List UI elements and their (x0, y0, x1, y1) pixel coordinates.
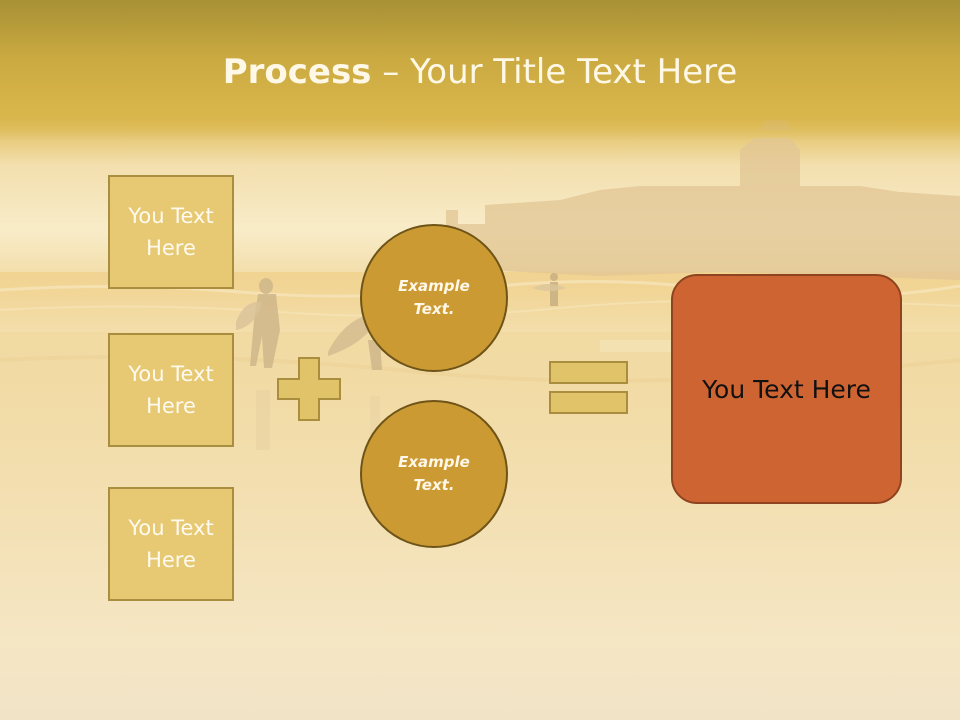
example-circle-1-label: Example Text. (398, 277, 470, 318)
text-box-2[interactable]: You Text Here (108, 333, 234, 447)
example-circle-2[interactable]: Example Text. (360, 400, 508, 548)
title-rest: – Your Title Text Here (371, 52, 738, 92)
equals-icon (549, 361, 628, 414)
text-box-3[interactable]: You Text Here (108, 487, 234, 601)
text-box-1[interactable]: You Text Here (108, 175, 234, 289)
plus-icon (277, 357, 341, 421)
result-box[interactable]: You Text Here (671, 274, 902, 504)
title-band (0, 0, 960, 140)
result-label: You Text Here (702, 374, 871, 404)
example-circle-2-label: Example Text. (398, 453, 470, 494)
slide-title: Process – Your Title Text Here (0, 52, 960, 92)
example-circle-1[interactable]: Example Text. (360, 224, 508, 372)
title-bold: Process (222, 52, 372, 92)
